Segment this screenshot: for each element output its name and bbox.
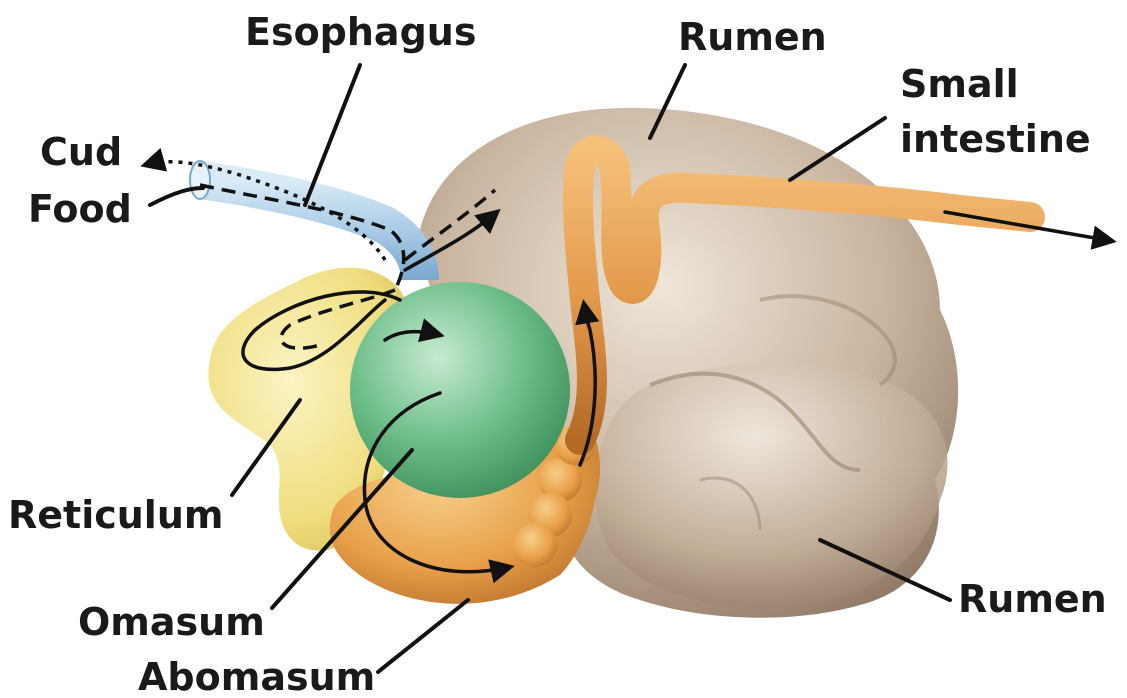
esophagus-leader [305, 65, 360, 205]
omasum-shape [350, 282, 570, 498]
food-label: Food [28, 187, 132, 231]
small-intestine-label-line2: intestine [900, 117, 1091, 161]
abomasum-leader [378, 600, 468, 672]
reticulum-label: Reticulum [8, 493, 223, 537]
esophagus-opening [190, 161, 210, 199]
cud-label: Cud [40, 130, 122, 174]
organs [190, 108, 1030, 618]
abomasum-bump [513, 523, 557, 567]
rumen-bottom-label: Rumen [958, 577, 1107, 621]
omasum-label: Omasum [78, 600, 265, 644]
small-intestine-label-line1: Small [900, 62, 1019, 106]
esophagus-label: Esophagus [245, 10, 476, 54]
rumen-top-label: Rumen [678, 15, 827, 59]
abomasum-label: Abomasum [138, 655, 375, 698]
